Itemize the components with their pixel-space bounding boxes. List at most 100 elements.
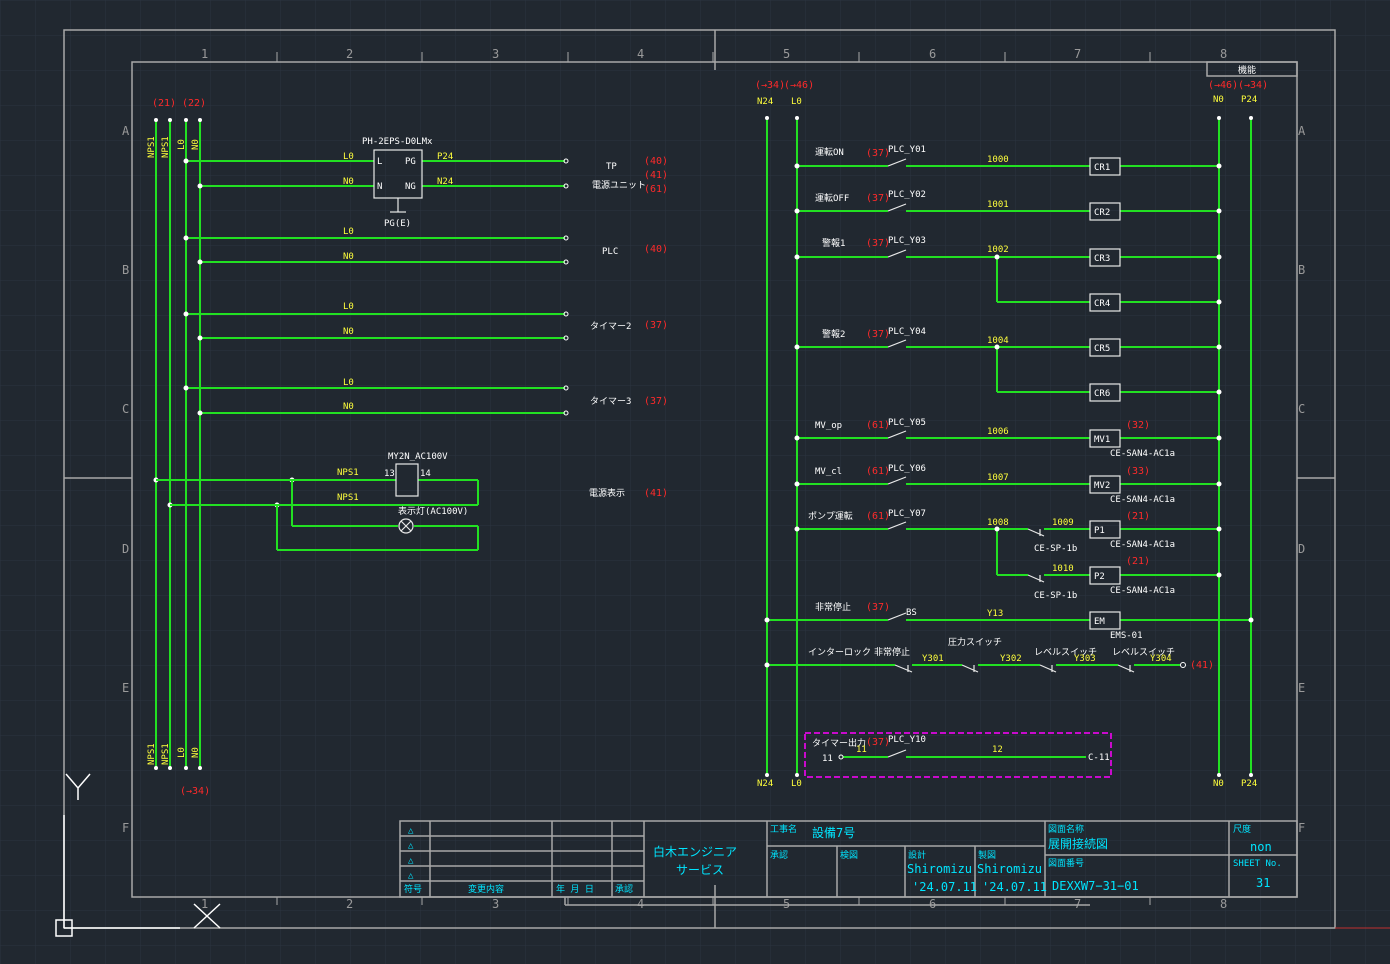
svg-text:SHEET No.: SHEET No. (1233, 859, 1282, 869)
ground-label: PG(E) (384, 219, 411, 229)
svg-text:P24: P24 (1241, 95, 1257, 105)
svg-text:CR1: CR1 (1094, 163, 1110, 173)
company-name-line2: サービス (676, 863, 724, 877)
device-model: PH-2EPS-D0LMx (362, 137, 433, 147)
svg-text:NPS1: NPS1 (337, 468, 359, 478)
svg-text:1006: 1006 (987, 427, 1009, 437)
coil-box (1089, 157, 1121, 176)
ucs-icon (55, 773, 221, 937)
svg-text:警報1: 警報1 (822, 237, 845, 249)
svg-text:PLC_Y07: PLC_Y07 (888, 509, 926, 519)
svg-text:CR6: CR6 (1094, 389, 1110, 399)
svg-text:CR3: CR3 (1094, 254, 1110, 264)
svg-text:MV_cl: MV_cl (815, 467, 842, 477)
rung-alarm-2: 警報2 (37) PLC_Y04 1004 CR5 CR6 (797, 327, 1219, 402)
svg-text:MV1: MV1 (1094, 435, 1110, 445)
svg-text:圧力スイッチ: 圧力スイッチ (948, 636, 1002, 648)
svg-text:(61): (61) (644, 184, 668, 195)
rung-alarm-1: 警報1 (37) PLC_Y03 1002 CR3 CR4 (797, 236, 1219, 312)
zone-row-A-right: A (1298, 124, 1306, 138)
circuit-power-unit: PH-2EPS-D0LMx L N PG NG PG(E) L0 N0 P24 … (186, 137, 668, 229)
svg-text:P2: P2 (1094, 572, 1105, 582)
relay-box (395, 463, 419, 497)
svg-text:N0: N0 (343, 402, 354, 412)
svg-text:設計: 設計 (908, 849, 926, 861)
timer-output-box: タイマー出力 (37) PLC_Y10 11 11 12 C-11 (804, 732, 1112, 778)
svg-text:1007: 1007 (987, 473, 1009, 483)
svg-text:PG: PG (405, 157, 416, 167)
zone-col-6-top: 6 (929, 47, 936, 61)
svg-text:(40): (40) (644, 244, 668, 255)
svg-text:電源表示: 電源表示 (589, 487, 625, 499)
svg-text:N24: N24 (437, 177, 453, 187)
svg-text:(61): (61) (866, 420, 890, 431)
circuit-plc: L0 N0 PLC (40) (186, 227, 668, 263)
svg-text:変更内容: 変更内容 (468, 883, 504, 895)
zone-col-5-bottom: 5 (783, 897, 790, 911)
svg-text:CR4: CR4 (1094, 299, 1110, 309)
svg-text:非常停止: 非常停止 (815, 601, 851, 613)
svg-text:レベルスイッチ: レベルスイッチ (1112, 647, 1175, 658)
svg-text:N0: N0 (343, 252, 354, 262)
svg-text:1004: 1004 (987, 336, 1009, 346)
svg-text:(37): (37) (866, 193, 890, 204)
circuit-power-lamp: MY2N_AC100V 13 14 表示灯(AC100V) NPS1 NPS1 … (156, 452, 668, 551)
svg-text:CE-SAN4-AC1a: CE-SAN4-AC1a (1110, 495, 1175, 505)
svg-text:L0: L0 (343, 378, 354, 388)
title-block-lines (400, 821, 1297, 906)
svg-text:MV2: MV2 (1094, 481, 1110, 491)
bus-label-n0-bottom: N0 (191, 747, 201, 758)
zone-col-3-top: 3 (492, 47, 499, 61)
relay-model: MY2N_AC100V (388, 452, 448, 462)
svg-text:12: 12 (992, 745, 1003, 755)
zone-row-C-left: C (122, 402, 129, 416)
svg-text:P24: P24 (437, 152, 453, 162)
svg-text:(41): (41) (644, 488, 668, 499)
svg-text:N0: N0 (343, 177, 354, 187)
svg-text:展開接続図: 展開接続図 (1048, 836, 1108, 851)
zone-col-1-top: 1 (201, 47, 208, 61)
svg-text:工事名: 工事名 (770, 823, 797, 835)
bus-label-n0: N0 (191, 139, 201, 150)
rung-run-on: 運転ON (37) PLC_Y01 1000 CR1 (797, 145, 1219, 176)
bus-label-l0: L0 (177, 139, 187, 150)
svg-text:(→34): (→34) (1238, 80, 1268, 91)
svg-text:Y301: Y301 (922, 654, 944, 664)
zone-row-B-left: B (122, 263, 129, 277)
svg-text:(37): (37) (644, 396, 668, 407)
bus-label-nps1-a: NPS1 (147, 136, 157, 158)
svg-text:PLC: PLC (602, 247, 618, 257)
svg-text:(37): (37) (866, 148, 890, 159)
svg-text:(40): (40) (644, 156, 668, 167)
zone-row-B-right: B (1298, 263, 1305, 277)
svg-text:ポンプ運転: ポンプ運転 (808, 511, 853, 522)
svg-text:EM: EM (1094, 617, 1105, 627)
zone-col-1-bottom: 1 (201, 897, 208, 911)
svg-text:△: △ (408, 856, 414, 866)
svg-text:(61): (61) (866, 511, 890, 522)
zone-row-C-right: C (1298, 402, 1305, 416)
svg-text:N0: N0 (1213, 95, 1224, 105)
zone-col-7-top: 7 (1074, 47, 1081, 61)
zone-row-F-left: F (122, 821, 129, 835)
svg-text:N0: N0 (343, 327, 354, 337)
svg-text:(37): (37) (644, 320, 668, 331)
company-name-line1: 白木エンジニア (653, 844, 737, 859)
corner-note: 機能 (1238, 64, 1256, 76)
svg-text:(→34): (→34) (755, 80, 785, 91)
svg-text:(61): (61) (866, 466, 890, 477)
circuit-timer-2: L0 N0 タイマー2 (37) (186, 302, 668, 339)
svg-text:△: △ (408, 871, 414, 881)
svg-text:PLC_Y03: PLC_Y03 (888, 236, 926, 246)
svg-text:タイマー3: タイマー3 (590, 396, 631, 407)
svg-text:Y13: Y13 (987, 609, 1003, 619)
svg-text:Y303: Y303 (1074, 654, 1096, 664)
svg-text:符号: 符号 (404, 883, 422, 895)
svg-text:CR2: CR2 (1094, 208, 1110, 218)
svg-text:Y302: Y302 (1000, 654, 1022, 664)
bus-label-l0-bottom: L0 (177, 747, 187, 758)
wire-terminals (563, 158, 569, 416)
svg-text:尺度: 尺度 (1233, 823, 1251, 835)
